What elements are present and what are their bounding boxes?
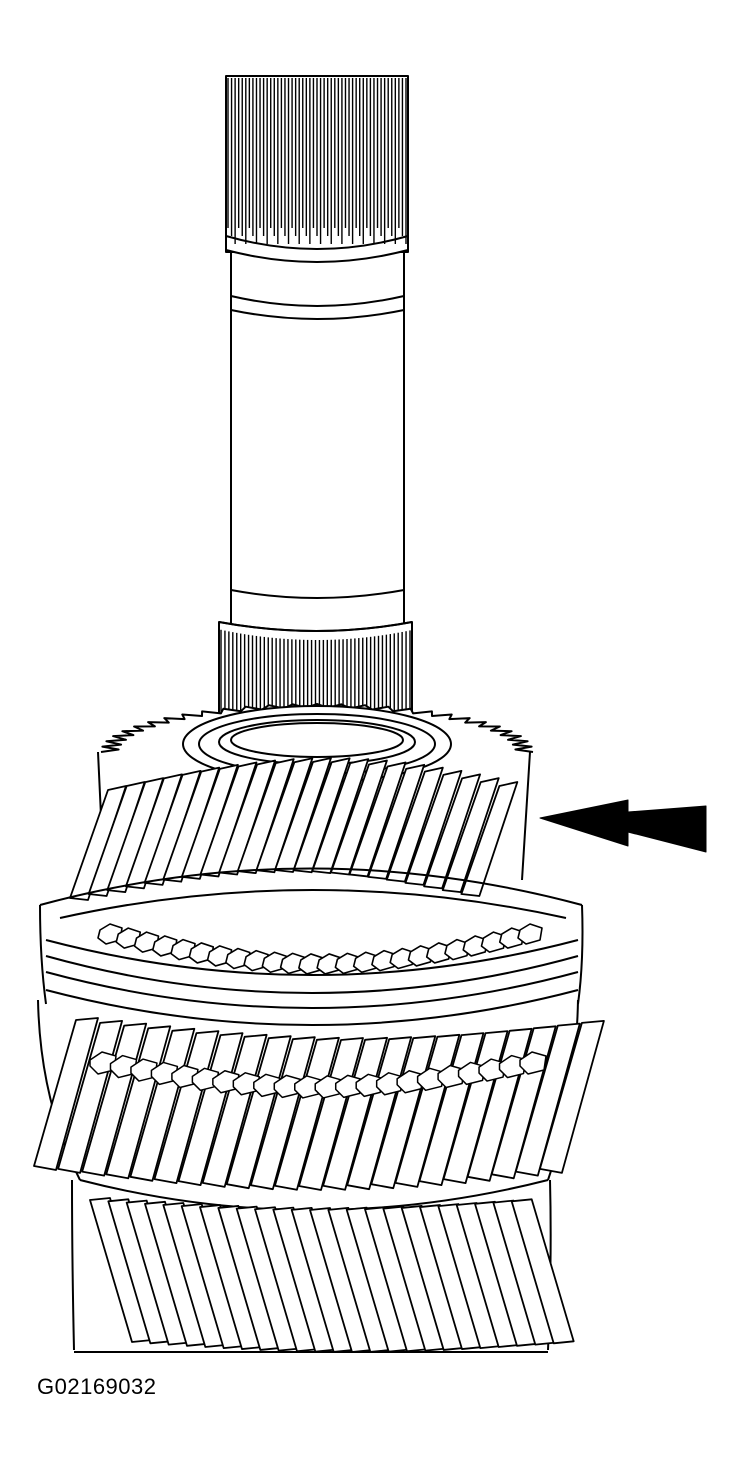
sync-dog xyxy=(371,949,397,972)
gear-tooth xyxy=(106,777,165,894)
sync-dog xyxy=(517,923,543,945)
synchronizer-assembly xyxy=(39,867,584,1026)
gear-tooth xyxy=(87,781,146,897)
sync-dog xyxy=(480,931,507,953)
sleeve-dog xyxy=(519,1051,547,1075)
sleeve-dog xyxy=(334,1074,363,1099)
gear-tooth xyxy=(69,785,127,901)
sleeve-dog xyxy=(416,1067,445,1092)
callout-arrow xyxy=(539,799,707,853)
sleeve-dog xyxy=(355,1073,383,1098)
gear-tooth xyxy=(292,757,351,874)
figure-id-label: G02169032 xyxy=(37,1374,157,1399)
gear-tooth xyxy=(404,769,463,886)
sleeve-dog xyxy=(498,1054,527,1079)
gear-tooth xyxy=(218,759,276,876)
gear-tooth xyxy=(236,758,295,875)
bottom-helical-gear xyxy=(71,1179,575,1353)
gear-tooth xyxy=(274,757,332,873)
gear-tooth xyxy=(129,1027,196,1182)
gear-tooth xyxy=(162,766,221,883)
sleeve-dog xyxy=(437,1064,465,1089)
gear-tooth xyxy=(514,1022,581,1177)
gear-tooth xyxy=(255,757,314,874)
gear-tooth xyxy=(441,777,500,894)
sync-dog xyxy=(498,927,525,949)
middle-helical-gear xyxy=(33,999,605,1211)
gear-tooth xyxy=(125,773,183,890)
gear-tooth xyxy=(510,1198,575,1345)
sync-dog xyxy=(425,942,452,964)
sync-dog xyxy=(462,935,489,957)
sleeve-dog xyxy=(396,1070,424,1094)
gear-tooth xyxy=(423,773,481,890)
shaft-body xyxy=(230,252,405,625)
sync-dog xyxy=(444,938,470,961)
sleeve-dog xyxy=(457,1061,486,1086)
gear-tooth xyxy=(385,766,444,883)
gear-tooth xyxy=(249,1036,316,1191)
upper-spline xyxy=(225,75,409,263)
gear-tooth xyxy=(180,763,239,880)
gear-tooth xyxy=(201,1033,268,1188)
gear-tooth xyxy=(199,761,258,878)
gear-tooth xyxy=(274,1036,340,1191)
gear-tooth xyxy=(225,1035,292,1190)
sync-dog xyxy=(407,945,434,967)
gear-tooth xyxy=(33,1017,99,1171)
top-helical-gear xyxy=(69,703,534,901)
sync-dog xyxy=(389,947,415,970)
gear-tooth xyxy=(460,781,519,897)
gear-tooth xyxy=(539,1019,605,1174)
gear-tooth xyxy=(143,769,202,886)
sleeve-dog xyxy=(375,1072,404,1096)
sleeve-dog xyxy=(478,1058,506,1082)
